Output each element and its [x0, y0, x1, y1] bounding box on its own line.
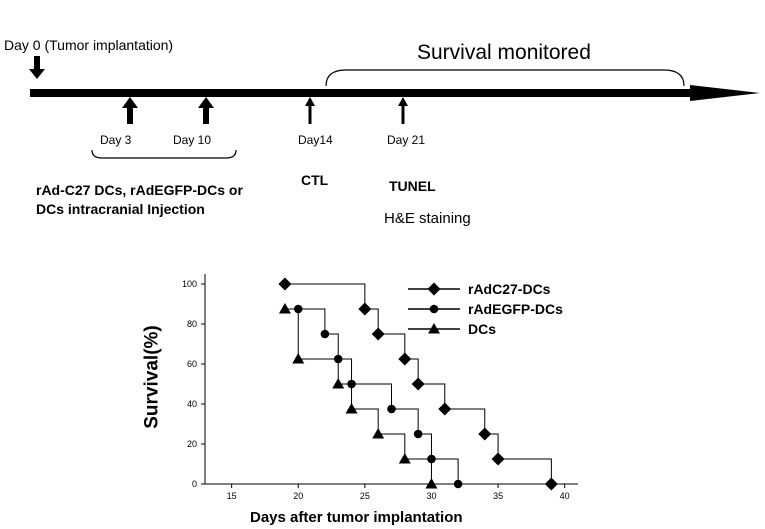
day10-arrow-shaft: [203, 107, 209, 124]
injection-bracket: [91, 149, 237, 159]
data-point-radegfp-dcs: [320, 329, 330, 339]
y-tick-label: 80: [187, 319, 197, 329]
data-point-radc27-dcs: [411, 377, 425, 391]
he-staining-label: H&E staining: [384, 210, 471, 227]
x-tick-label: 15: [227, 491, 237, 501]
x-tick-label: 35: [493, 491, 503, 501]
data-point-radc27-dcs: [278, 277, 292, 291]
data-point-radegfp-dcs: [413, 429, 423, 439]
data-point-radc27-dcs: [358, 302, 372, 316]
survival-monitored-bracket: [325, 69, 685, 87]
legend-marker-radegfp-dcs: [429, 304, 439, 314]
data-point-radegfp-dcs: [347, 379, 356, 389]
data-point-dcs: [425, 478, 438, 489]
day14-label: Day14: [298, 133, 333, 147]
data-point-radc27-dcs: [544, 477, 558, 491]
ctl-label: CTL: [301, 172, 329, 188]
y-tick-label: 0: [192, 479, 197, 489]
day3-arrow-head: [122, 97, 138, 108]
chart-axes: 15 20 25 30 35 40 0 20 40 60 80 100: [182, 274, 578, 501]
data-point-radc27-dcs: [438, 402, 452, 416]
legend-label-radegfp-dcs: rAdEGFP-DCs: [468, 301, 563, 317]
day3-arrow-shaft: [127, 107, 133, 124]
y-tick-label: 40: [187, 399, 197, 409]
tunel-label: TUNEL: [389, 178, 436, 194]
series-line-radegfp-dcs: [298, 308, 459, 484]
legend-label-dcs: DCs: [468, 321, 496, 337]
injection-label: rAd-C27 DCs, rAdEGFP-DCs or DCs intracra…: [36, 181, 243, 219]
data-point-dcs: [332, 378, 345, 389]
y-tick-label: 100: [182, 279, 197, 289]
series-line-dcs: [284, 308, 432, 484]
data-point-radc27-dcs: [478, 427, 492, 441]
survival-chart: 15 20 25 30 35 40 0 20 40 60 80 100 rAdC27-DCs rAdEG…: [182, 274, 578, 501]
timeline-axis-bar: [30, 89, 695, 97]
injection-label-line2: DCs intracranial Injection: [36, 201, 205, 217]
data-point-dcs: [345, 403, 358, 414]
day3-label: Day 3: [100, 133, 132, 147]
day21-arrow-head: [398, 97, 408, 106]
injection-label-line1: rAd-C27 DCs, rAdEGFP-DCs or: [36, 182, 243, 198]
data-point-radc27-dcs: [371, 327, 385, 341]
day10-arrow-head: [198, 97, 214, 108]
data-point-radegfp-dcs: [387, 404, 396, 414]
data-point-radegfp-dcs: [333, 354, 343, 364]
data-point-radegfp-dcs: [293, 304, 303, 314]
data-point-radegfp-dcs: [453, 479, 463, 489]
day21-label: Day 21: [387, 133, 426, 147]
timeline: [29, 56, 760, 159]
data-point-dcs: [372, 428, 385, 439]
day0-arrow-head: [29, 69, 45, 79]
chart-y-axis-label: Survival(%): [141, 325, 163, 429]
data-point-dcs: [292, 353, 305, 364]
chart-series-markers: [278, 277, 558, 491]
y-tick-label: 60: [187, 359, 197, 369]
day14-arrow-head: [305, 97, 315, 106]
legend-marker-radc27-dcs: [427, 282, 441, 296]
x-tick-label: 25: [360, 491, 370, 501]
y-tick-label: 20: [187, 439, 197, 449]
day21-arrow-shaft: [401, 105, 405, 124]
day10-label: Day 10: [173, 133, 212, 147]
data-point-radc27-dcs: [398, 352, 412, 366]
timeline-arrowhead: [690, 85, 760, 101]
legend-marker-dcs: [428, 323, 440, 334]
data-point-radc27-dcs: [491, 452, 505, 466]
day0-arrow-shaft: [34, 56, 40, 70]
data-point-radegfp-dcs: [427, 454, 436, 464]
x-tick-label: 40: [560, 491, 570, 501]
survival-monitored-label: Survival monitored: [417, 41, 591, 64]
x-tick-label: 30: [426, 491, 436, 501]
chart-x-axis-label: Days after tumor implantation: [250, 509, 463, 526]
data-point-dcs: [398, 453, 411, 464]
data-point-dcs: [278, 303, 291, 314]
x-tick-label: 20: [293, 491, 303, 501]
day0-label: Day 0 (Tumor implantation): [4, 37, 174, 53]
legend-label-radc27-dcs: rAdC27-DCs: [468, 281, 551, 297]
day14-arrow-shaft: [308, 105, 312, 124]
